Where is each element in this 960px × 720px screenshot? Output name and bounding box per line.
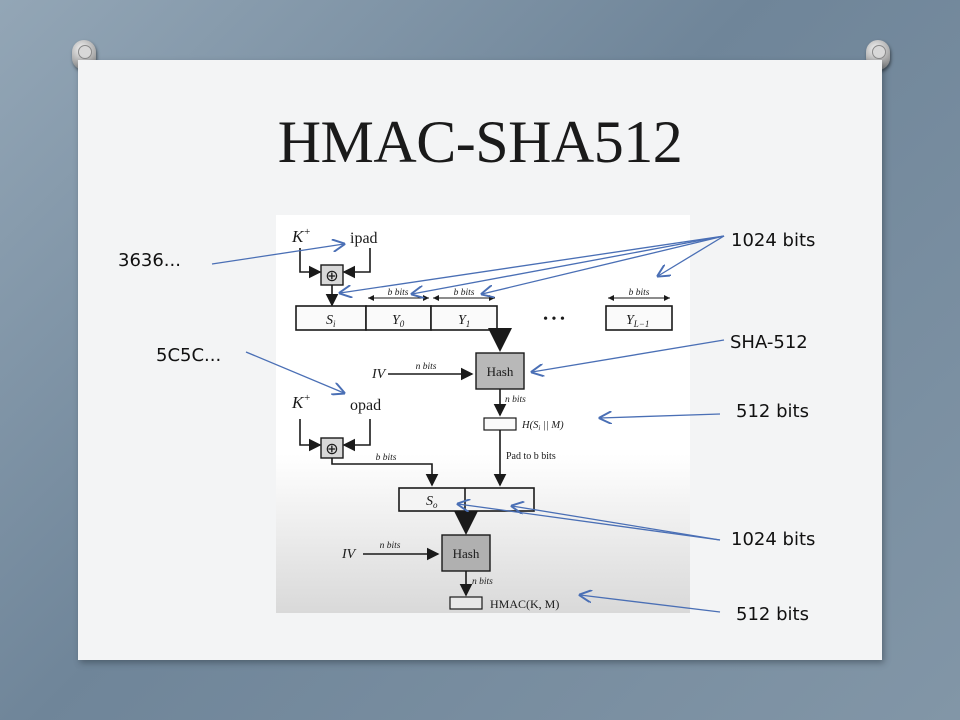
arrow-1024-y1 [482, 235, 725, 294]
slide-title: HMAC-SHA512 [277, 109, 683, 175]
ellipsis: • • • [543, 312, 565, 327]
iv-label-top: IV [371, 367, 387, 382]
annotation-hash-function: SHA-512 [730, 332, 808, 353]
arrow-1024-yl [658, 235, 725, 276]
inner-hash-result: H(Si || M) [521, 420, 564, 432]
block-si: Si [326, 313, 336, 329]
key-bottom-label: K+ [291, 392, 311, 412]
key-top-label: K+ [291, 226, 311, 246]
arrow-opad [245, 351, 344, 393]
arrow-512-inner [600, 414, 721, 418]
block-so: So [426, 494, 438, 510]
hash-box-top: Hash [487, 364, 514, 379]
b-bits-label-2: b bits [454, 288, 475, 298]
arrow-1024-so-b [512, 506, 721, 541]
opad-label: opad [350, 397, 381, 414]
b-bits-label-bottom: b bits [376, 453, 397, 463]
block-y0: Y0 [392, 313, 405, 329]
hmac-output-label: HMAC(K, M) [490, 597, 559, 611]
b-bits-label-3: b bits [629, 288, 650, 298]
arrow-1024-si [340, 235, 725, 293]
block-yl-1: YL−1 [626, 313, 649, 329]
hash-box-bottom: Hash [453, 546, 480, 561]
n-bits-label-bottom: n bits [380, 541, 401, 551]
arrow-1024-so-a [458, 504, 721, 541]
b-bits-label-1: b bits [388, 288, 409, 298]
hmac-diagram: K+ ipad [276, 215, 690, 613]
arrow-sha512 [532, 339, 725, 372]
arrow-512-out [580, 595, 721, 613]
annotation-outer-block-bits: 1024 bits [731, 529, 816, 550]
xor-top-icon: ⊕ [325, 266, 338, 285]
pad-to-b-label: Pad to b bits [506, 451, 556, 462]
arrow-1024-y0 [412, 235, 725, 294]
annotation-block-bits-top: 1024 bits [731, 230, 816, 251]
xor-bottom-icon: ⊕ [325, 439, 338, 458]
n-bits-label-top: n bits [416, 362, 437, 372]
block-y1: Y1 [458, 313, 470, 329]
annotation-output-bits: 512 bits [736, 604, 809, 625]
iv-label-bottom: IV [341, 547, 357, 562]
n-bits-label-out: n bits [472, 577, 493, 587]
annotation-opad-value: 5C5C... [156, 345, 222, 366]
n-bits-label-mid: n bits [505, 395, 526, 405]
annotation-ipad-value: 3636... [118, 250, 181, 271]
hmac-diagram-svg: K+ ipad [291, 226, 673, 611]
arrow-ipad [211, 244, 344, 265]
ipad-label: ipad [350, 230, 378, 247]
annotation-inner-hash-bits: 512 bits [736, 401, 809, 422]
